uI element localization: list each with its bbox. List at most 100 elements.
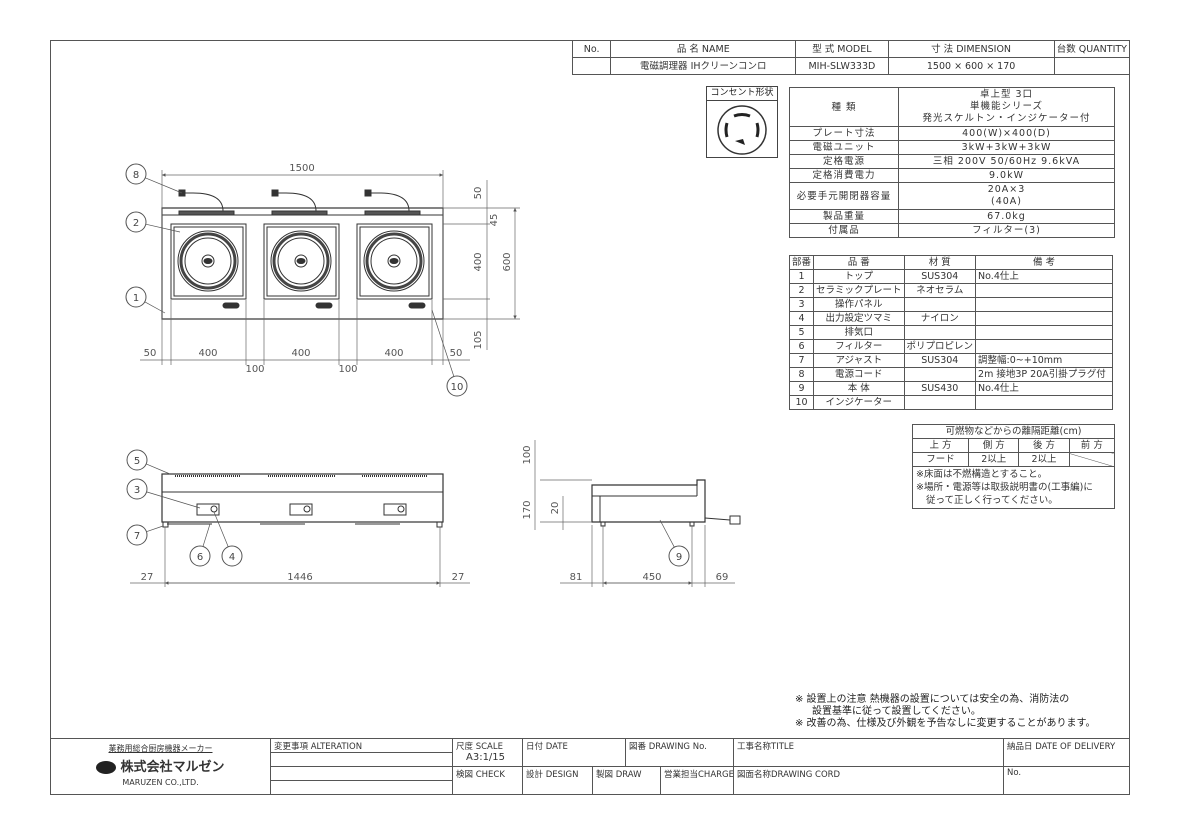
draw-label: 製図 DRAW	[592, 766, 661, 795]
dim-label: 50	[450, 348, 463, 359]
company-name: 株式会社マルゼン	[120, 760, 225, 775]
callout-balloon: 6	[189, 523, 211, 567]
indicator	[315, 302, 333, 309]
model-value: MIH-SLW333D	[795, 57, 889, 75]
balloon-number: 8	[133, 170, 139, 181]
drawing-no-label: 図番 DRAWING No.	[625, 738, 734, 767]
top-view	[161, 189, 444, 320]
dim-label: 600	[502, 252, 513, 271]
clearance-note: 従って正しく行ってください。	[926, 495, 1058, 506]
outlet-shape-box: コンセント形状	[706, 86, 778, 158]
spec-type-line: 単機能シリーズ	[969, 101, 1044, 112]
dim-width: 1500	[289, 163, 314, 174]
clearance-note: ※床面は不燃構造とすること。	[916, 469, 1048, 480]
callout-balloon: 9	[659, 519, 690, 567]
check-label: 検図 CHECK	[452, 766, 523, 795]
dim-label: 100	[245, 364, 264, 375]
dim-label: 400	[291, 348, 310, 359]
dim-label: 50	[473, 187, 484, 200]
parts-cell	[975, 395, 1113, 410]
dim-label: 69	[716, 572, 729, 583]
dim-label: 100	[338, 364, 357, 375]
spec-label: 種 類	[789, 87, 899, 127]
balloon-number: 1	[133, 293, 139, 304]
dim-label: 400	[473, 252, 484, 271]
callout-balloon: 8	[125, 163, 183, 194]
dim-label: 400	[384, 348, 403, 359]
spec-value: 20A×3	[987, 184, 1026, 195]
dim-label: 27	[452, 572, 465, 583]
charge-label: 営業担当CHARGE	[660, 766, 734, 795]
clearance-note: ※場所・電源等は取扱説明書の(工事編)に	[916, 482, 1093, 493]
dim-label: 1446	[287, 572, 312, 583]
spec-type-line: 卓上型 3口	[979, 89, 1034, 100]
dim-label: 105	[473, 330, 484, 349]
callout-balloon: 3	[126, 478, 201, 509]
dim-label: 27	[141, 572, 154, 583]
delivery-label: 納品日 DATE OF DELIVERY	[1003, 738, 1130, 767]
dim-label: 170	[522, 500, 533, 519]
balloon-number: 2	[133, 218, 139, 229]
footer-no-label: No.	[1003, 766, 1130, 795]
spec-value: フィルター(3)	[898, 223, 1115, 238]
side-view	[591, 479, 741, 527]
quantity-value	[1053, 57, 1131, 75]
note-line: ※ 設置上の注意 熱機器の設置については安全の為、消防法の	[795, 694, 1070, 705]
parts-cell: 2	[788, 283, 815, 298]
scale-value: A3:1/15	[466, 752, 506, 763]
front-view	[161, 473, 444, 528]
dimension-value: 1500 × 600 × 170	[887, 57, 1055, 75]
spec-type-line: 発光スケルトン・インジケーター付	[922, 113, 1091, 124]
company-name-en: MARUZEN CO.,LTD.	[122, 778, 199, 787]
clearance-value	[1068, 452, 1116, 467]
dim-label: 400	[198, 348, 217, 359]
dim-label: 100	[522, 445, 533, 464]
alteration-label: 変更事項 ALTERATION	[270, 738, 453, 753]
balloon-number: 6	[197, 552, 203, 563]
drawing-cord-label: 図面名称DRAWING CORD	[733, 766, 1004, 795]
callout-balloon: 7	[126, 524, 164, 546]
dim-label: 50	[144, 348, 157, 359]
note-line: 設置基準に従って設置してください。	[812, 706, 981, 717]
date-label: 日付 DATE	[522, 738, 626, 767]
balloon-number: 10	[451, 382, 464, 393]
parts-cell: 1	[788, 269, 815, 284]
ih-burner	[263, 189, 340, 309]
outlet-plug-icon	[717, 105, 767, 155]
callout-balloon: 10	[431, 309, 468, 397]
footer-title-block: 業務用総合厨房機器メーカー 株式会社マルゼン MARUZEN CO.,LTD. …	[50, 738, 1130, 795]
balloon-number: 9	[676, 552, 682, 563]
callout-balloon: 2	[125, 211, 181, 233]
balloon-number: 5	[134, 456, 140, 467]
callout-balloon: 5	[126, 449, 171, 475]
parts-cell: 5	[788, 325, 815, 340]
indicator	[222, 302, 240, 309]
company-block: 業務用総合厨房機器メーカー 株式会社マルゼン MARUZEN CO.,LTD.	[50, 738, 271, 795]
spec-value: (40A)	[991, 196, 1022, 207]
parts-cell: インジケーター	[813, 395, 905, 410]
dim-label: 45	[489, 214, 500, 227]
design-label: 設計 DESIGN	[522, 766, 593, 795]
scale-label: 尺度 SCALE	[456, 742, 503, 752]
top-dimensions	[140, 170, 520, 365]
dim-label: 81	[570, 572, 583, 583]
dim-label: 20	[550, 502, 561, 515]
balloon-number: 3	[134, 485, 140, 496]
callout-balloon: 4	[213, 511, 243, 567]
parts-cell: 10	[788, 395, 815, 410]
maruzen-logo-icon	[96, 761, 117, 774]
callout-balloon: 1	[125, 286, 166, 314]
ih-burner	[170, 189, 247, 309]
balloon-number: 4	[229, 552, 235, 563]
